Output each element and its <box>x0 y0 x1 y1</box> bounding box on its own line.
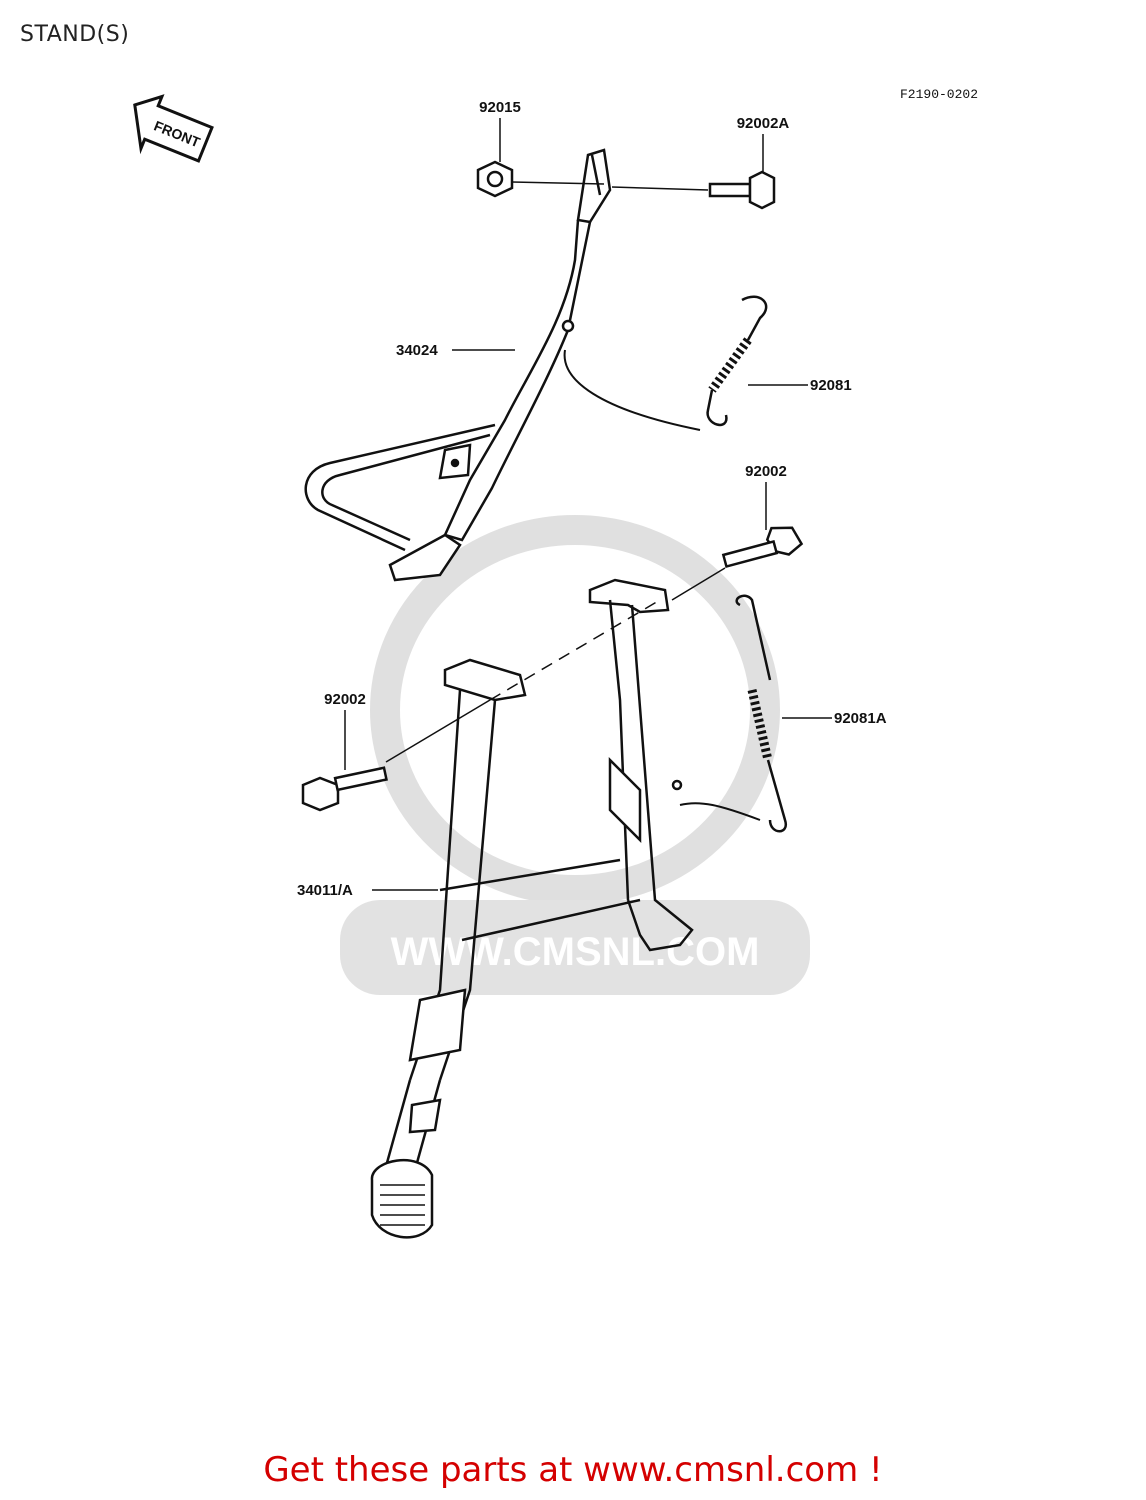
center-stand <box>370 578 694 1239</box>
part-labels: 92015 92002A 34024 92081 92002 92002 920… <box>297 99 887 899</box>
label-92081: 92081 <box>810 377 852 394</box>
spring-92081 <box>561 295 768 431</box>
bolt-92002-left <box>301 699 491 812</box>
promo-link[interactable]: Get these parts at www.cmsnl.com ! <box>263 1450 883 1490</box>
parts-diagram: WWW.CMSNL.COM FRONT F2190-0202 <box>133 87 978 1239</box>
cms-watermark: WWW.CMSNL.COM <box>340 515 810 995</box>
page-title: STAND(S) <box>20 22 130 47</box>
diagram-code: F2190-0202 <box>900 87 978 102</box>
spring-92081a <box>679 594 788 833</box>
watermark-text: WWW.CMSNL.COM <box>391 930 760 974</box>
front-arrow-icon: FRONT <box>133 94 214 163</box>
side-stand <box>304 148 612 582</box>
nut-92015 <box>476 160 605 198</box>
label-92015: 92015 <box>479 99 521 116</box>
label-92002-top: 92002 <box>745 463 787 480</box>
bolt-92002-right <box>671 526 804 601</box>
label-34011a: 34011/A <box>297 882 353 899</box>
bolt-92002a <box>611 170 776 210</box>
label-92002a: 92002A <box>737 115 790 132</box>
label-92081a: 92081A <box>834 710 887 727</box>
label-92002-left: 92002 <box>324 691 366 708</box>
label-34024: 34024 <box>396 342 438 359</box>
